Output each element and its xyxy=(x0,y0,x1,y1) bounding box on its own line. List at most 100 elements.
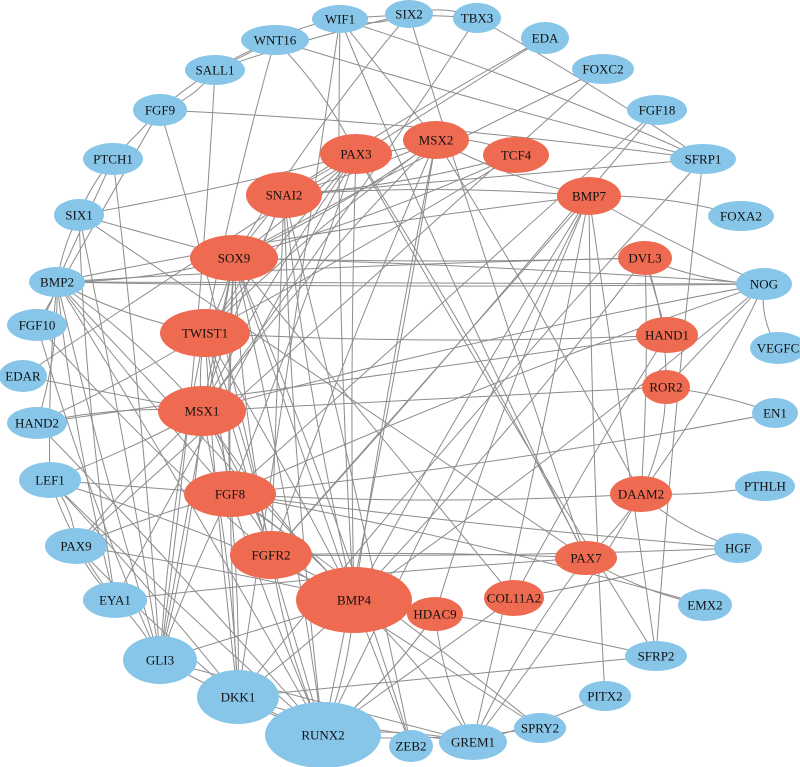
edge-twist1-hand1 xyxy=(204,332,668,341)
node-bmp2[interactable]: BMP2 xyxy=(29,267,85,297)
node-six1[interactable]: SIX1 xyxy=(54,199,104,231)
node-foxc2[interactable]: FOXC2 xyxy=(572,54,634,84)
node-hand2[interactable]: HAND2 xyxy=(7,407,67,439)
node-ptch1[interactable]: PTCH1 xyxy=(83,143,143,175)
node-label-dvl3: DVL3 xyxy=(628,251,661,266)
node-label-fgfr2: FGFR2 xyxy=(251,548,290,563)
node-shape-gli3 xyxy=(123,636,197,684)
node-dvl3[interactable]: DVL3 xyxy=(618,241,672,275)
node-label-ptch1: PTCH1 xyxy=(93,152,133,167)
node-label-en1: EN1 xyxy=(763,406,787,421)
node-sox9[interactable]: SOX9 xyxy=(190,235,278,281)
edge-runx2-lef1 xyxy=(49,479,324,736)
node-shape-vegfc xyxy=(750,332,800,364)
node-shape-pitx2 xyxy=(579,681,631,711)
node-msx1[interactable]: MSX1 xyxy=(158,386,246,436)
node-zeb2[interactable]: ZEB2 xyxy=(389,730,433,762)
edge-runx2-bmp7 xyxy=(322,195,590,736)
node-shape-msx1 xyxy=(158,386,246,436)
node-lef1[interactable]: LEF1 xyxy=(19,462,81,498)
node-shape-fgf18 xyxy=(627,95,687,125)
node-shape-edar xyxy=(0,360,47,392)
node-hand1[interactable]: HAND1 xyxy=(636,317,698,353)
edge-dvl3-daam2 xyxy=(640,257,647,495)
node-en1[interactable]: EN1 xyxy=(752,398,798,428)
edge-pax7-grem1 xyxy=(472,557,587,743)
node-fgf18[interactable]: FGF18 xyxy=(627,95,687,125)
node-bmp7[interactable]: BMP7 xyxy=(557,177,621,215)
node-bmp4[interactable]: BMP4 xyxy=(296,567,412,633)
node-eya1[interactable]: EYA1 xyxy=(83,582,147,618)
node-grem1[interactable]: GREM1 xyxy=(439,724,507,760)
edge-dkk1-wif1 xyxy=(237,18,341,698)
node-wnt16[interactable]: WNT16 xyxy=(241,25,309,55)
node-nog[interactable]: NOG xyxy=(736,268,792,300)
node-pax3[interactable]: PAX3 xyxy=(320,134,392,174)
node-label-hand2: HAND2 xyxy=(15,416,59,431)
edge-bmp4-bmp7 xyxy=(353,195,590,601)
node-shape-foxc2 xyxy=(572,54,634,84)
node-ror2[interactable]: ROR2 xyxy=(642,370,690,404)
node-tbx3[interactable]: TBX3 xyxy=(453,3,501,33)
node-pthlh[interactable]: PTHLH xyxy=(735,471,795,501)
node-label-sall1: SALL1 xyxy=(196,63,235,78)
edge-msx1-ror2 xyxy=(201,386,667,412)
node-runx2[interactable]: RUNX2 xyxy=(265,702,381,767)
node-sfrp2[interactable]: SFRP2 xyxy=(625,641,687,671)
node-shape-bmp4 xyxy=(296,567,412,633)
edge-dvl3-bmp2 xyxy=(56,257,646,283)
node-fgf9[interactable]: FGF9 xyxy=(133,94,187,126)
node-label-foxc2: FOXC2 xyxy=(582,62,623,77)
node-shape-ror2 xyxy=(642,370,690,404)
node-dkk1[interactable]: DKK1 xyxy=(197,670,279,724)
node-emx2[interactable]: EMX2 xyxy=(678,589,732,621)
node-col11a2[interactable]: COL11A2 xyxy=(484,580,544,616)
node-label-emx2: EMX2 xyxy=(687,598,722,613)
node-spry2[interactable]: SPRY2 xyxy=(514,713,566,743)
node-snai2[interactable]: SNAI2 xyxy=(246,172,322,218)
node-shape-fgf8 xyxy=(184,471,276,517)
node-tcf4[interactable]: TCF4 xyxy=(483,137,549,173)
node-label-grem1: GREM1 xyxy=(451,735,495,750)
edge-gli3-bmp2 xyxy=(56,281,161,661)
edge-bmp4-sox9 xyxy=(233,257,355,601)
node-shape-grem1 xyxy=(439,724,507,760)
node-fgf10[interactable]: FGF10 xyxy=(7,309,67,341)
node-shape-eda xyxy=(521,22,569,54)
node-gli3[interactable]: GLI3 xyxy=(123,636,197,684)
node-pax9[interactable]: PAX9 xyxy=(45,528,107,564)
edge-bmp7-hdac9 xyxy=(434,195,590,615)
node-daam2[interactable]: DAAM2 xyxy=(610,476,672,512)
edge-fgf8-en1 xyxy=(229,412,776,495)
node-shape-bmp2 xyxy=(29,267,85,297)
edge-zeb2-sox9 xyxy=(233,257,412,747)
node-msx2[interactable]: MSX2 xyxy=(403,121,469,159)
node-hdac9[interactable]: HDAC9 xyxy=(407,597,463,631)
edge-fgf8-fgf18 xyxy=(229,109,658,495)
node-label-edar: EDAR xyxy=(5,369,41,384)
node-label-six2: SIX2 xyxy=(395,7,422,22)
node-foxa2[interactable]: FOXA2 xyxy=(708,201,774,231)
node-twist1[interactable]: TWIST1 xyxy=(160,309,250,357)
edge-gli3-msx1 xyxy=(159,410,203,661)
node-fgf8[interactable]: FGF8 xyxy=(184,471,276,517)
node-wif1[interactable]: WIF1 xyxy=(312,5,368,33)
node-sall1[interactable]: SALL1 xyxy=(185,55,245,85)
node-edar[interactable]: EDAR xyxy=(0,360,47,392)
node-shape-hdac9 xyxy=(407,597,463,631)
node-shape-spry2 xyxy=(514,713,566,743)
node-pax7[interactable]: PAX7 xyxy=(555,541,617,575)
node-shape-wif1 xyxy=(312,5,368,33)
node-hgf[interactable]: HGF xyxy=(714,533,762,563)
node-pitx2[interactable]: PITX2 xyxy=(579,681,631,711)
node-vegfc[interactable]: VEGFC xyxy=(750,332,800,364)
edge-pax7-six1 xyxy=(78,214,587,559)
node-six2[interactable]: SIX2 xyxy=(385,0,433,28)
node-shape-twist1 xyxy=(160,309,250,357)
edge-fgf8-nog xyxy=(229,283,765,495)
node-sfrp1[interactable]: SFRP1 xyxy=(670,144,736,174)
edge-twist1-msx2 xyxy=(204,139,437,334)
node-fgfr2[interactable]: FGFR2 xyxy=(230,531,312,579)
node-eda[interactable]: EDA xyxy=(521,22,569,54)
